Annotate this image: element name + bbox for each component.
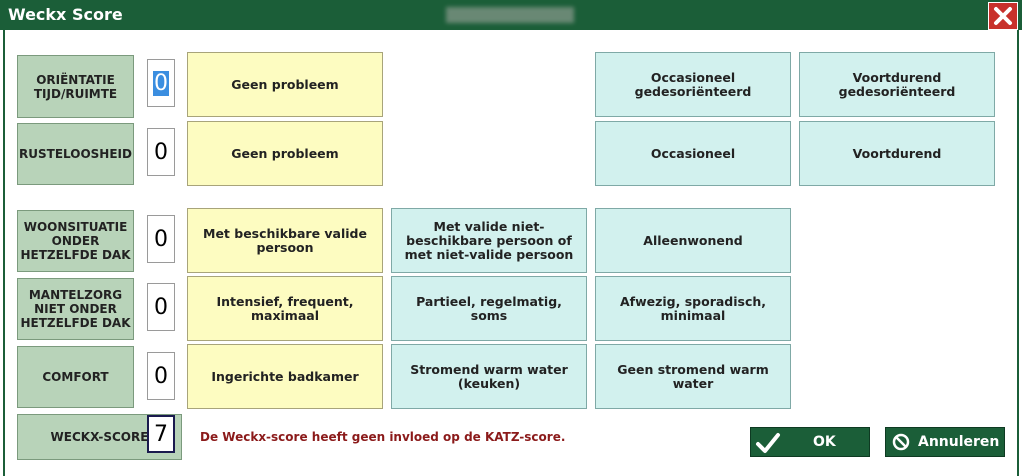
option-mantelzorg-partieel[interactable]: Partieel, regelmatig, soms <box>391 276 587 341</box>
option-orientatie-voortdurend[interactable]: Voortdurend gedesoriënteerd <box>799 52 995 117</box>
option-rusteloosheid-geen-probleem[interactable]: Geen probleem <box>187 121 383 186</box>
checkmark-icon <box>756 433 780 453</box>
score-mantelzorg[interactable]: 0 <box>147 283 175 331</box>
window-title: Weckx Score <box>8 5 123 24</box>
ok-label: OK <box>813 434 836 450</box>
option-mantelzorg-afwezig[interactable]: Afwezig, sporadisch, minimaal <box>595 276 791 341</box>
prohibit-icon <box>892 433 910 451</box>
ok-button[interactable]: OK <box>750 427 870 457</box>
option-comfort-warm-water-keuken[interactable]: Stromend warm water (keuken) <box>391 344 587 409</box>
info-note: De Weckx-score heeft geen invloed op de … <box>200 430 566 444</box>
label-rusteloosheid: RUSTELOOSHEID <box>17 123 134 185</box>
blurred-title-info <box>446 7 574 23</box>
close-icon <box>994 7 1012 25</box>
option-mantelzorg-intensief[interactable]: Intensief, frequent, maximaal <box>187 276 383 341</box>
option-woonsituatie-alleenwonend[interactable]: Alleenwonend <box>595 208 791 273</box>
cancel-label: Annuleren <box>918 434 1000 450</box>
label-orientatie: ORIËNTATIE TIJD/RUIMTE <box>17 55 134 118</box>
weckx-score-value: 7 <box>147 415 175 453</box>
option-woonsituatie-valide-persoon[interactable]: Met beschikbare valide persoon <box>187 208 383 273</box>
label-mantelzorg: MANTELZORG NIET ONDER HETZELFDE DAK <box>17 278 134 340</box>
score-comfort[interactable]: 0 <box>147 352 175 400</box>
option-woonsituatie-niet-beschikbare[interactable]: Met valide niet-beschikbare persoon of m… <box>391 208 587 273</box>
title-bar: Weckx Score <box>0 0 1022 30</box>
cancel-button[interactable]: Annuleren <box>885 427 1005 457</box>
label-woonsituatie: WOONSITUATIE ONDER HETZELFDE DAK <box>17 210 134 272</box>
close-button[interactable] <box>988 2 1018 30</box>
score-orientatie[interactable]: 0 <box>147 59 175 107</box>
option-comfort-badkamer[interactable]: Ingerichte badkamer <box>187 344 383 409</box>
option-rusteloosheid-occasioneel[interactable]: Occasioneel <box>595 121 791 186</box>
option-orientatie-occasioneel[interactable]: Occasioneel gedesoriënteerd <box>595 52 791 117</box>
option-rusteloosheid-voortdurend[interactable]: Voortdurend <box>799 121 995 186</box>
score-woonsituatie[interactable]: 0 <box>147 215 175 263</box>
score-rusteloosheid[interactable]: 0 <box>147 128 175 176</box>
option-orientatie-geen-probleem[interactable]: Geen probleem <box>187 52 383 117</box>
label-comfort: COMFORT <box>17 346 134 408</box>
option-comfort-geen-warm-water[interactable]: Geen stromend warm water <box>595 344 791 409</box>
